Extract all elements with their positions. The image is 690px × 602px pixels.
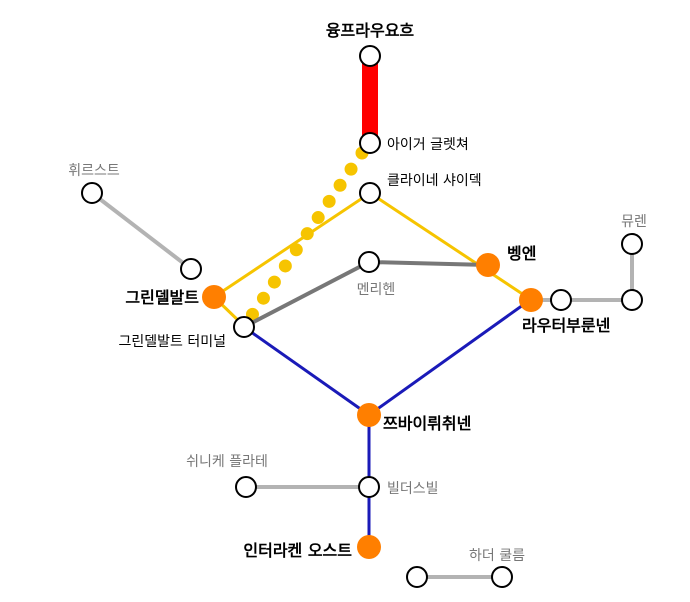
station-grindelwald-terminal[interactable] (233, 316, 255, 338)
label-first: 휘르스트 (68, 163, 120, 179)
label-mannlichen: 멘리헨 (357, 282, 396, 298)
station-wengen[interactable] (476, 253, 500, 277)
line-mannlichen-wengen (368, 260, 489, 267)
label-harder-kulm: 하더 쿨름 (469, 548, 525, 564)
station-grutschalp[interactable] (550, 289, 572, 311)
station-first-lower[interactable] (180, 258, 202, 280)
label-zweilutschinen: 쯔바이뤼취넨 (383, 414, 471, 433)
station-lauterbrunnen[interactable] (519, 288, 543, 312)
line-mannlichen-grindelwald (243, 260, 370, 329)
station-zweilutschinen[interactable] (357, 403, 381, 427)
line-eiger-express (243, 146, 369, 325)
station-kleine-scheidegg[interactable] (359, 182, 381, 204)
label-wilderswil: 빌더스빌 (387, 481, 439, 497)
station-jungfraujoch[interactable] (359, 45, 381, 67)
station-first[interactable] (81, 182, 103, 204)
station-wilderswil[interactable] (358, 476, 380, 498)
label-wengen: 벵엔 (507, 244, 536, 263)
station-harder-kulm[interactable] (491, 566, 513, 588)
station-murren-junction[interactable] (621, 289, 643, 311)
label-grindelwald: 그린델발트 (125, 288, 199, 307)
station-schynige-platte[interactable] (235, 476, 257, 498)
label-jungfraujoch: 융프라우요흐 (326, 21, 415, 40)
stations (81, 45, 643, 588)
line-bob-grindelwald (243, 325, 370, 417)
label-grindelwald-terminal: 그린델발트 터미널 (119, 334, 227, 350)
line-first (90, 191, 193, 271)
label-murren: 뮤렌 (621, 214, 647, 230)
station-grindelwald[interactable] (202, 285, 226, 309)
station-eiger[interactable] (359, 132, 381, 154)
line-bob-lauterbrunnen (368, 298, 531, 417)
station-murren[interactable] (621, 233, 643, 255)
station-mannlichen[interactable] (358, 251, 380, 273)
station-harder-lower[interactable] (406, 566, 428, 588)
label-lauterbrunnen: 라우터부룬넨 (522, 316, 610, 335)
station-interlaken-ost[interactable] (357, 535, 381, 559)
lines (90, 58, 634, 579)
label-schynige-platte: 쉬니케 플라테 (186, 454, 268, 470)
label-eiger: 아이거 글렛쳐 (387, 137, 469, 153)
labels: 융프라우요흐 아이거 글렛쳐 클라이네 샤이덱 휘르스트 그린델발트 그린델발트… (68, 21, 647, 564)
label-interlaken-ost: 인터라켄 오스트 (243, 541, 352, 560)
label-kleine-scheidegg: 클라이네 샤이덱 (387, 173, 482, 189)
